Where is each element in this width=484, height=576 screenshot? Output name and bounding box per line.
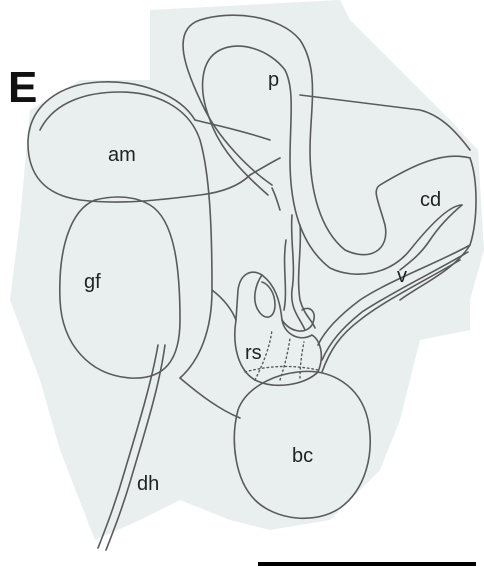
label-v: v — [397, 266, 407, 286]
label-am: am — [108, 145, 136, 165]
label-rs: rs — [245, 343, 262, 363]
label-dh: dh — [137, 474, 159, 494]
panel-letter: E — [8, 66, 37, 110]
paper-background — [10, 0, 484, 540]
label-p: p — [268, 70, 279, 90]
label-cd: cd — [420, 190, 441, 210]
label-bc: bc — [292, 446, 313, 466]
label-gf: gf — [84, 272, 101, 292]
